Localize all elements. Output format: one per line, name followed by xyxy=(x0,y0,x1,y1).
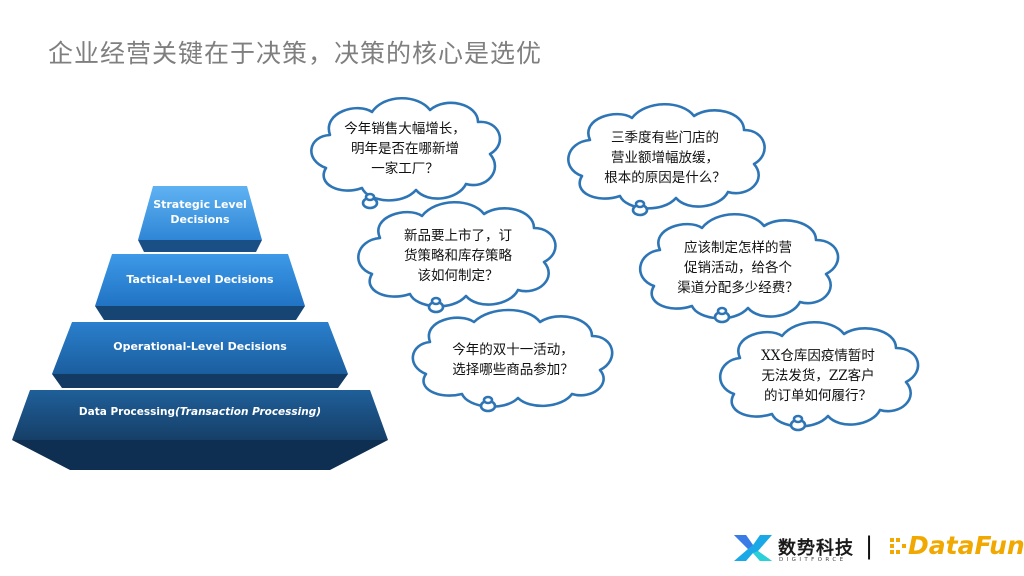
thought-bubble-3 xyxy=(357,201,557,308)
pyramid-tier-1 xyxy=(138,186,262,240)
thought-bubble-4 xyxy=(638,213,840,320)
bubble-text-2: 三季度有些门店的营业额增幅放缓，根本的原因是什么？ xyxy=(604,130,726,186)
pyramid-tier-4 xyxy=(12,390,388,440)
digitforce-logo-icon xyxy=(734,535,772,561)
tier-label-strategic: Strategic Level Decisions xyxy=(153,198,247,226)
thought-bubble-1 xyxy=(310,97,502,202)
datafun-dots-icon xyxy=(890,538,906,554)
datafun-logo: DataFun. xyxy=(908,531,1024,560)
footer-logos: 数势科技 DIGITFORCE | DataFun. xyxy=(732,528,1024,568)
bubble-text-5: 今年的双十一活动，选择哪些商品参加？ xyxy=(452,342,574,378)
footer-divider: | xyxy=(865,532,874,560)
bubble-text-6: XX仓库因疫情暂时无法发货，ZZ客户的订单如何履行？ xyxy=(761,348,875,404)
bubble-text-1: 今年销售大幅增长，明年是否在哪新增一家工厂？ xyxy=(344,121,466,177)
tier-label-tactical: Tactical-Level Decisions xyxy=(126,273,274,286)
slide-title: 企业经营关键在于决策，决策的核心是选优 xyxy=(48,39,543,68)
pyramid-tier-2 xyxy=(95,254,305,306)
brand-name: 数势科技 xyxy=(778,538,854,559)
bubble-text-3: 新品要上市了，订货策略和库存策略该如何制定？ xyxy=(404,228,512,284)
tier-label-operational: Operational-Level Decisions xyxy=(113,340,287,353)
tier-label-data-processing: Data Processing(Transaction Processing) xyxy=(78,406,322,418)
pyramid-tier-3 xyxy=(52,322,348,374)
bubble-text-4: 应该制定怎样的营促销活动，给各个渠道分配多少经费？ xyxy=(677,240,799,296)
brand-subtitle: DIGITFORCE xyxy=(779,557,847,563)
thought-bubble-2 xyxy=(567,103,766,210)
thought-bubble-6 xyxy=(718,321,920,428)
thought-bubble-5 xyxy=(411,308,614,409)
